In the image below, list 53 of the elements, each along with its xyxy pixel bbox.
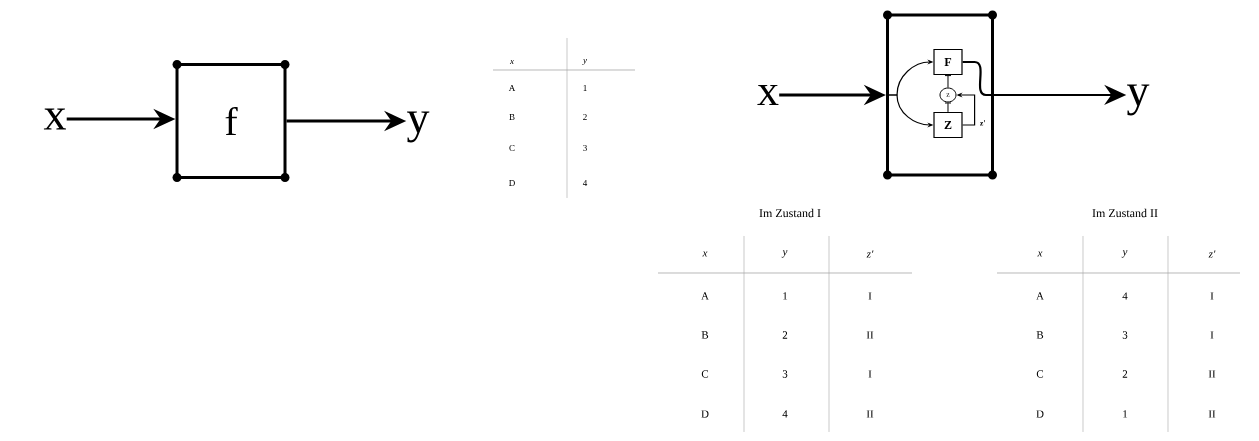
table-entry: D xyxy=(701,410,709,418)
output-label: y xyxy=(407,111,430,143)
table-entry: A xyxy=(1036,292,1044,300)
table-entry: 1 xyxy=(783,292,788,300)
table-entry: A xyxy=(508,85,516,91)
column-header: z' xyxy=(1208,250,1216,258)
table-entry: II xyxy=(1208,410,1216,418)
table-entry: 2 xyxy=(1122,370,1128,378)
table-title: Im Zustand II xyxy=(1092,208,1158,218)
table-entry: II xyxy=(866,331,874,339)
table-entry: 3 xyxy=(782,370,788,378)
arrow xyxy=(944,75,952,88)
machine-box xyxy=(883,10,997,180)
column-header: x xyxy=(509,59,514,65)
table-entry: C xyxy=(509,144,515,151)
table-title: Im Zustand I xyxy=(759,208,821,218)
arrow xyxy=(944,102,952,113)
table-entry: 4 xyxy=(1122,292,1128,300)
column-header: y xyxy=(1121,250,1128,258)
table-entry: B xyxy=(509,114,515,120)
table-entry: 3 xyxy=(1122,331,1128,339)
table-entry: D xyxy=(1036,410,1044,418)
table-entry: 4 xyxy=(582,180,588,186)
input-label: x xyxy=(757,84,779,106)
edge-label: z' xyxy=(979,120,985,126)
table-entry: A xyxy=(701,292,709,300)
table-entry: II xyxy=(1208,370,1216,378)
table-entry: 2 xyxy=(583,114,587,120)
table-entry: 1 xyxy=(1123,410,1128,418)
column-header: z' xyxy=(866,250,874,258)
column-header: x xyxy=(1037,251,1043,257)
table-entry: I xyxy=(868,370,872,378)
table-entry: B xyxy=(1036,331,1044,339)
table-entry: I xyxy=(1210,331,1214,339)
input-label: x xyxy=(43,108,66,130)
table-entry: 1 xyxy=(583,85,587,91)
table-entry: 3 xyxy=(583,144,587,151)
table-entry: B xyxy=(701,331,709,339)
function-box: f xyxy=(172,60,290,182)
table-entry: I xyxy=(1210,292,1214,300)
column-header: y xyxy=(582,58,587,66)
column-header: x xyxy=(702,251,708,257)
table-entry: II xyxy=(866,410,874,418)
output-label: y xyxy=(1127,84,1150,116)
memory-box: Z xyxy=(933,111,963,139)
table-entry: C xyxy=(1036,370,1044,378)
table-entry: 4 xyxy=(782,410,788,418)
column-header: y xyxy=(781,250,788,258)
table-entry: C xyxy=(701,370,709,378)
function-box: F xyxy=(933,48,963,76)
table-entry: D xyxy=(509,180,515,186)
table-entry: I xyxy=(868,292,872,300)
table-entry: 2 xyxy=(782,331,788,339)
